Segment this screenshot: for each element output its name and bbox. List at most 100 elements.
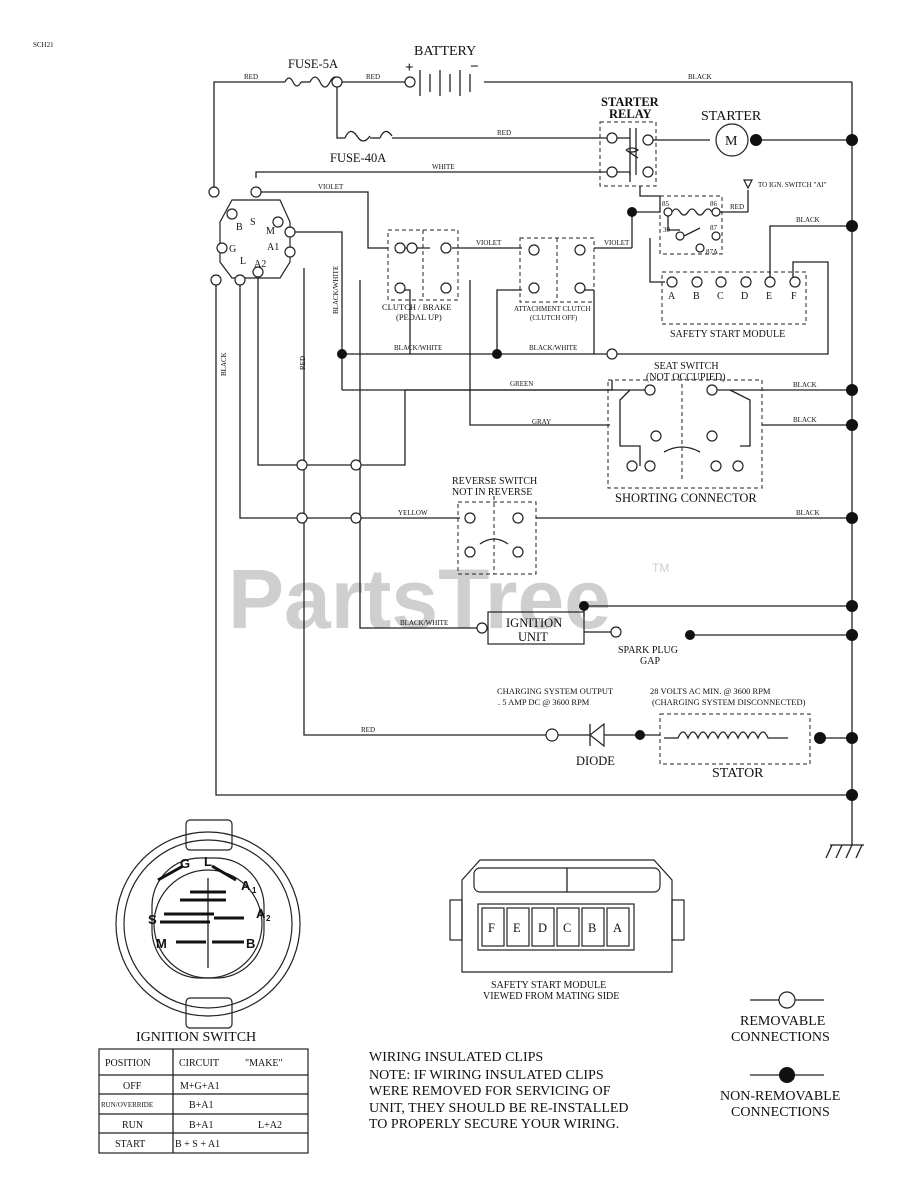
relay-85: 85 <box>662 200 670 208</box>
starter-motor: M STARTER <box>701 109 762 157</box>
table-cell: START <box>115 1139 145 1150</box>
fuse40-label: FUSE-40A <box>330 151 386 165</box>
ic-l: L <box>204 854 212 869</box>
wire-label-red: RED <box>299 356 307 370</box>
wire-label-black-white: BLACK/WHITE <box>332 266 340 314</box>
ignition-switch-title: IGNITION SWITCH <box>136 1030 256 1045</box>
clips-note-line: TO PROPERLY SECURE YOUR WIRING. <box>369 1117 619 1132</box>
ssm-pin-e: E <box>766 291 772 302</box>
clutch-brake-switch: CLUTCH / BRAKE (PEDAL UP) <box>382 229 459 322</box>
table-cell: L+A2 <box>258 1120 282 1131</box>
seat-switch: SEAT SWITCH (NOT OCCUPIED) SHORTING CONN… <box>607 361 763 505</box>
wire-label-red: RED <box>244 73 258 81</box>
wire-label-black: BLACK <box>688 73 712 81</box>
table-header: POSITION <box>105 1058 151 1069</box>
ic-a2: A <box>256 906 266 921</box>
wire-label-black: BLACK <box>220 352 228 376</box>
watermark: PartsTree <box>228 552 611 646</box>
ssm-pin-d: D <box>741 291 748 302</box>
relay-30: 30 <box>663 226 671 234</box>
ic-a1: A <box>241 878 251 893</box>
charging-label-1: CHARGING SYSTEM OUTPUT <box>497 686 614 696</box>
attach-label-2: (CLUTCH OFF) <box>530 314 578 322</box>
stator-label: STATOR <box>712 766 764 781</box>
clips-note-line: UNIT, THEY SHOULD BE RE-INSTALLED <box>369 1101 629 1116</box>
junctions <box>337 134 858 801</box>
relay-87a: 87A <box>706 248 718 256</box>
connector-slot: C <box>563 921 571 935</box>
doc-id: SCH21 <box>33 41 54 49</box>
table-cell: RUN/OVERRIDE <box>101 1101 153 1109</box>
table-header: "MAKE" <box>245 1058 283 1069</box>
legend-nonremovable-2: CONNECTIONS <box>731 1105 830 1120</box>
wire-label-red: RED <box>366 73 380 81</box>
ic-m: M <box>156 936 167 951</box>
wire-label-red: RED <box>497 129 511 137</box>
spark-plug-label-2: GAP <box>640 656 660 667</box>
wire-label-black-white: BLACK/WHITE <box>529 344 577 352</box>
attach-label-1: ATTACHMENT CLUTCH <box>514 305 591 313</box>
legend: REMOVABLE CONNECTIONS NON-REMOVABLE CONN… <box>720 991 840 1120</box>
starter-relay-label-1: STARTER <box>601 95 660 109</box>
wire-label-white: WHITE <box>432 163 455 171</box>
removable-connectors <box>296 76 622 742</box>
ignition-unit: IGNITION UNIT SPARK PLUG GAP <box>487 611 678 667</box>
wire-label-black-white: BLACK/WHITE <box>400 619 448 627</box>
wire-label-black: BLACK <box>796 509 820 517</box>
starter-relay-label-2: RELAY <box>609 107 652 121</box>
table-cell: B+A1 <box>189 1120 214 1131</box>
ssm-pin-f: F <box>791 291 797 302</box>
clips-note-line: NOTE: IF WIRING INSULATED CLIPS <box>369 1068 604 1083</box>
reverse-label-1: REVERSE SWITCH <box>452 476 537 487</box>
term-g: G <box>229 244 236 255</box>
wire-label-yellow: YELLOW <box>398 509 428 517</box>
seat-switch-label-2: (NOT OCCUPIED) <box>646 372 726 383</box>
ic-s: S <box>148 912 157 927</box>
wire-label-gray: GRAY <box>532 418 551 426</box>
table-cell: M+G+A1 <box>180 1081 220 1092</box>
legend-removable-1: REMOVABLE <box>740 1014 825 1029</box>
safety-start-module: A B C D E F SAFETY START MODULE <box>661 271 807 340</box>
table-cell: B + S + A1 <box>175 1139 220 1150</box>
battery-label: BATTERY <box>414 44 476 59</box>
connector-slot: B <box>588 921 596 935</box>
wire-label-black-white: BLACK/WHITE <box>394 344 442 352</box>
connector-caption-1: SAFETY START MODULE <box>491 980 606 991</box>
clips-note-line: WERE REMOVED FOR SERVICING OF <box>369 1084 611 1099</box>
table-cell: OFF <box>123 1081 142 1092</box>
term-b: B <box>236 222 243 233</box>
ignition-switch-terminal-block: B S M G A1 L A2 <box>208 186 296 286</box>
table-cell: B+A1 <box>189 1100 214 1111</box>
wire-label-black: BLACK <box>793 381 817 389</box>
wire-label-red: RED <box>361 726 375 734</box>
wire-label-black: BLACK <box>793 416 817 424</box>
module-connector: F E D C B A SAFETY START MODULE VIEWED F… <box>449 859 685 1002</box>
motor-symbol: M <box>725 134 738 149</box>
diode-label: DIODE <box>576 754 615 768</box>
shorting-connector-label: SHORTING CONNECTOR <box>615 491 757 505</box>
ignition-circuit-table: POSITION CIRCUIT "MAKE" OFF M+G+A1 RUN/O… <box>98 1048 309 1154</box>
reverse-label-2: NOT IN REVERSE <box>452 487 532 498</box>
ssm-pin-c: C <box>717 291 724 302</box>
ic-b: B <box>246 936 255 951</box>
starter-relay: STARTER RELAY <box>599 95 660 187</box>
connector-caption-2: VIEWED FROM MATING SIDE <box>483 991 619 1002</box>
clutch-label-2: (PEDAL UP) <box>396 312 442 322</box>
ssm-title: SAFETY START MODULE <box>670 329 785 340</box>
connector-slot: E <box>513 921 521 935</box>
reverse-switch: REVERSE SWITCH NOT IN REVERSE <box>452 476 537 575</box>
spark-plug-label-1: SPARK PLUG <box>618 645 678 656</box>
starter-label: STARTER <box>701 109 762 124</box>
connector-slot: D <box>538 921 547 935</box>
ignition-unit-label-2: UNIT <box>518 630 548 644</box>
watermark-tm: TM <box>652 561 669 575</box>
attachment-clutch-switch: ATTACHMENT CLUTCH (CLUTCH OFF) <box>514 237 595 322</box>
term-a1: A1 <box>267 242 279 253</box>
legend-nonremovable-1: NON-REMOVABLE <box>720 1089 840 1104</box>
term-a2: A2 <box>254 259 266 270</box>
seat-switch-label-1: SEAT SWITCH <box>654 361 719 372</box>
table-header: CIRCUIT <box>179 1058 219 1069</box>
legend-removable-2: CONNECTIONS <box>731 1030 830 1045</box>
charging-label-2: . 5 AMP DC @ 3600 RPM <box>498 697 590 707</box>
